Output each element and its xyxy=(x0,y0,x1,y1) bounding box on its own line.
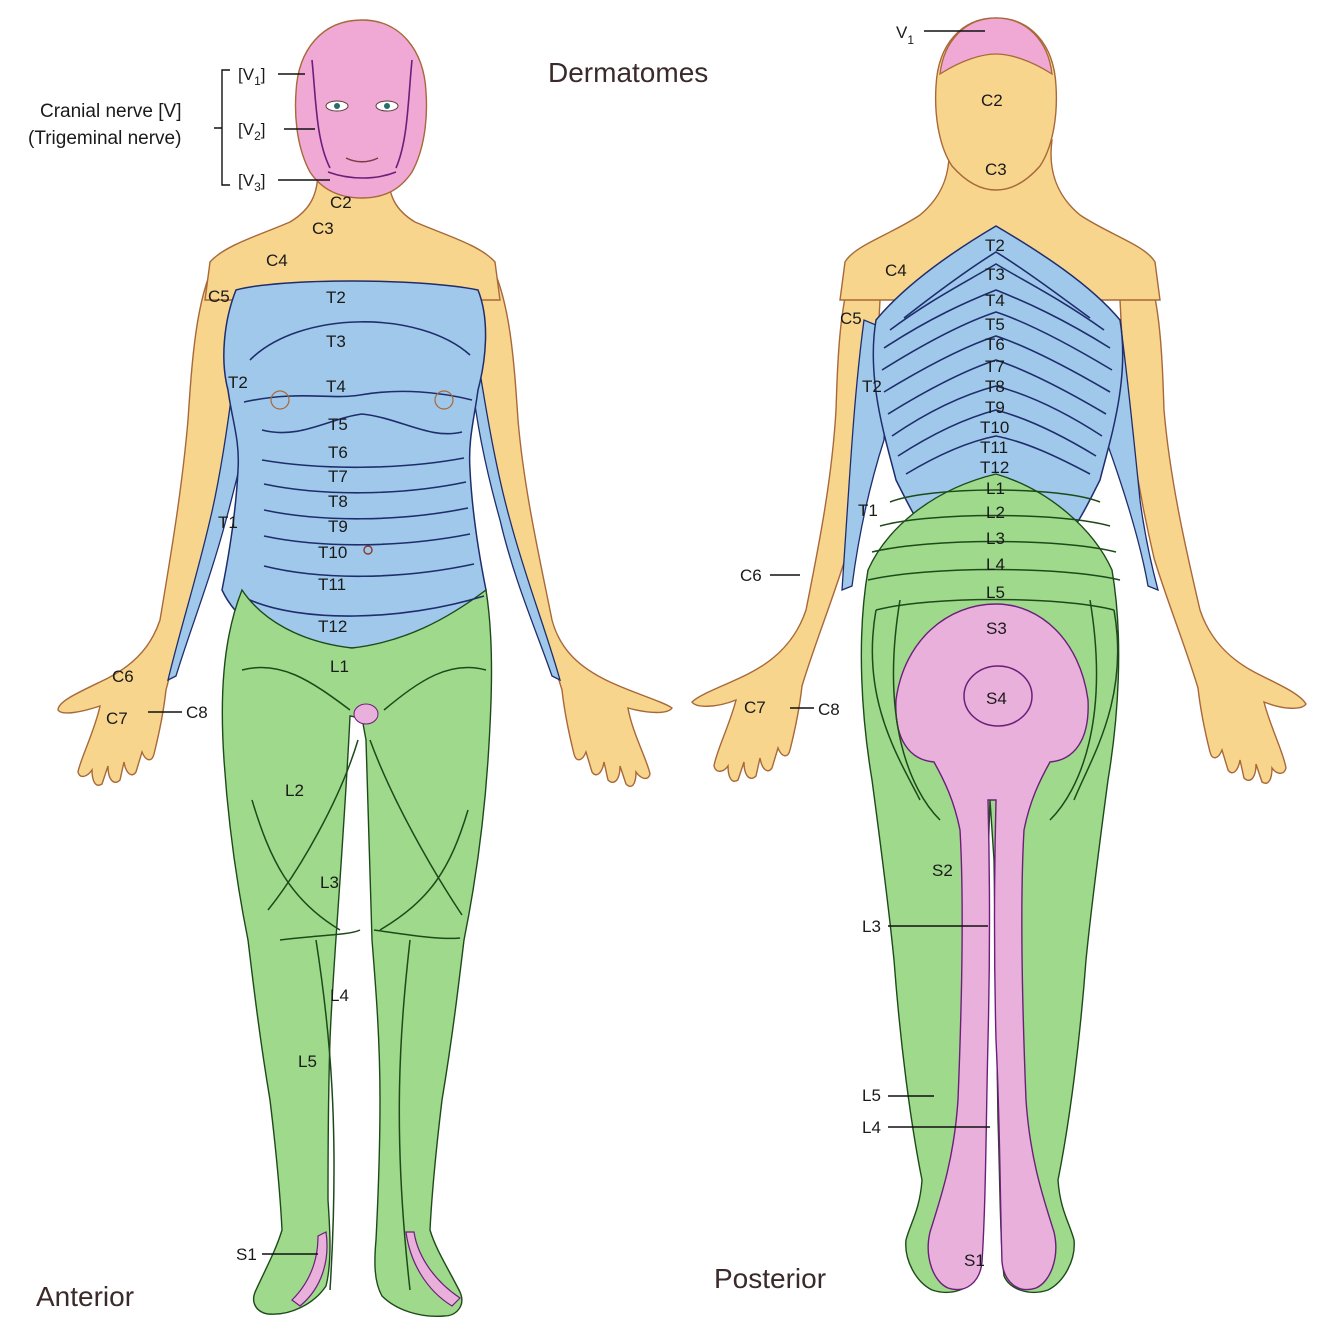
post-l2-label: L2 xyxy=(986,503,1005,522)
post-l4-leg-label: L4 xyxy=(862,1118,881,1137)
post-s3-label: S3 xyxy=(986,619,1007,638)
figure-title: Dermatomes xyxy=(548,57,708,88)
ant-t9-label: T9 xyxy=(328,517,348,536)
anterior-right-foot-s1 xyxy=(405,1231,461,1307)
posterior-thoracic-band-lines xyxy=(881,251,1113,475)
posterior-labels: V1 C2 C3 C4 C5 T2 T3 T4 T5 T6 T7 T8 T9 T… xyxy=(740,23,1009,1270)
anterior-labels: Cranial nerve [V] (Trigeminal nerve) [V1… xyxy=(28,65,352,1264)
posterior-lumbar-band-lines xyxy=(867,489,1121,821)
anterior-legs-lumbar xyxy=(221,588,493,1318)
ant-l1-label: L1 xyxy=(330,657,349,676)
post-t4-label: T4 xyxy=(985,291,1005,310)
cranial-nerve-label-line1: Cranial nerve [V] xyxy=(40,101,182,122)
ant-t4-label: T4 xyxy=(326,377,346,396)
posterior-body xyxy=(691,17,1307,1294)
posterior-head-v1-cap xyxy=(939,17,1053,76)
post-l3-leg-label: L3 xyxy=(862,917,881,936)
anterior-torso-thoracic xyxy=(221,280,487,649)
post-c7-label: C7 xyxy=(744,698,766,717)
cranial-nerve-label-line2: (Trigeminal nerve) xyxy=(28,128,181,149)
ant-c2-label: C2 xyxy=(330,193,352,212)
ant-t12-label: T12 xyxy=(318,617,347,636)
post-t5-label: T5 xyxy=(985,315,1005,334)
ant-c7-label: C7 xyxy=(106,709,128,728)
anterior-body xyxy=(57,19,673,1318)
ant-t3-label: T3 xyxy=(326,332,346,351)
post-c6-label: C6 xyxy=(740,566,762,585)
ant-t8-label: T8 xyxy=(328,492,348,511)
posterior-view-label: Posterior xyxy=(714,1263,826,1294)
post-c3-label: C3 xyxy=(985,160,1007,179)
ant-t2-arm-label: T2 xyxy=(228,373,248,392)
post-t10-label: T10 xyxy=(980,418,1009,437)
ant-l2-label: L2 xyxy=(285,781,304,800)
ant-c6-label: C6 xyxy=(112,667,134,686)
posterior-left-arm xyxy=(691,248,881,782)
ant-c3-label: C3 xyxy=(312,219,334,238)
trigeminal-v3-label: [V3] xyxy=(238,171,265,194)
post-l5-label: L5 xyxy=(986,583,1005,602)
ant-t1-label: T1 xyxy=(218,513,238,532)
post-l4-label: L4 xyxy=(986,555,1005,574)
ant-t7-label: T7 xyxy=(328,467,348,486)
post-t3-label: T3 xyxy=(985,265,1005,284)
post-s1-label: S1 xyxy=(964,1251,985,1270)
anterior-neck-shoulders xyxy=(204,169,501,301)
ant-l3-label: L3 xyxy=(320,873,339,892)
post-c4-label: C4 xyxy=(885,261,907,280)
anterior-left-foot-s1 xyxy=(291,1231,328,1307)
ant-t11-label: T11 xyxy=(318,575,346,594)
post-t9-label: T9 xyxy=(985,398,1005,417)
post-t1-label: T1 xyxy=(858,501,878,520)
post-l5-leg-label: L5 xyxy=(862,1086,881,1105)
ant-t2-chest-label: T2 xyxy=(326,288,346,307)
post-v1-label: V1 xyxy=(896,23,914,47)
post-c5-label: C5 xyxy=(840,309,862,328)
anterior-right-arm-thoracic-strip xyxy=(471,359,562,682)
ant-s1-label: S1 xyxy=(236,1245,257,1264)
post-t7-label: T7 xyxy=(985,357,1005,376)
post-t6-label: T6 xyxy=(985,335,1005,354)
trigeminal-v1-label: [V1] xyxy=(238,65,265,88)
ant-l4-label: L4 xyxy=(330,986,349,1005)
post-t2-arm-label: T2 xyxy=(862,377,882,396)
post-c8-label: C8 xyxy=(818,700,840,719)
ant-l5-label: L5 xyxy=(298,1052,317,1071)
post-s2-label: S2 xyxy=(932,861,953,880)
anterior-view-label: Anterior xyxy=(36,1281,134,1312)
posterior-neck-shoulders xyxy=(839,139,1161,301)
anterior-genital-region xyxy=(353,703,379,725)
posterior-s4-region xyxy=(963,665,1033,727)
post-l3-label: L3 xyxy=(986,529,1005,548)
post-c2-label: C2 xyxy=(981,91,1003,110)
posterior-right-arm xyxy=(1119,248,1307,784)
anterior-face-divisions xyxy=(311,59,413,179)
post-t2-label: T2 xyxy=(985,236,1005,255)
post-t12-label: T12 xyxy=(980,458,1009,477)
post-l1-label: L1 xyxy=(986,479,1005,498)
ant-t10-label: T10 xyxy=(318,543,347,562)
ant-c4-label: C4 xyxy=(266,251,288,270)
anterior-head xyxy=(294,19,428,199)
trigeminal-v2-label: [V2] xyxy=(238,120,265,143)
ant-c5-label: C5 xyxy=(208,287,230,306)
ant-t5-label: T5 xyxy=(328,415,348,434)
posterior-sacral xyxy=(895,603,1089,1291)
anterior-lumbar-band-lines xyxy=(241,666,487,1291)
ant-t6-label: T6 xyxy=(328,443,348,462)
post-t11-label: T11 xyxy=(980,438,1008,457)
ant-c8-label: C8 xyxy=(186,703,208,722)
post-s4-label: S4 xyxy=(986,689,1007,708)
anterior-mouth xyxy=(345,157,379,163)
post-t8-label: T8 xyxy=(985,377,1005,396)
